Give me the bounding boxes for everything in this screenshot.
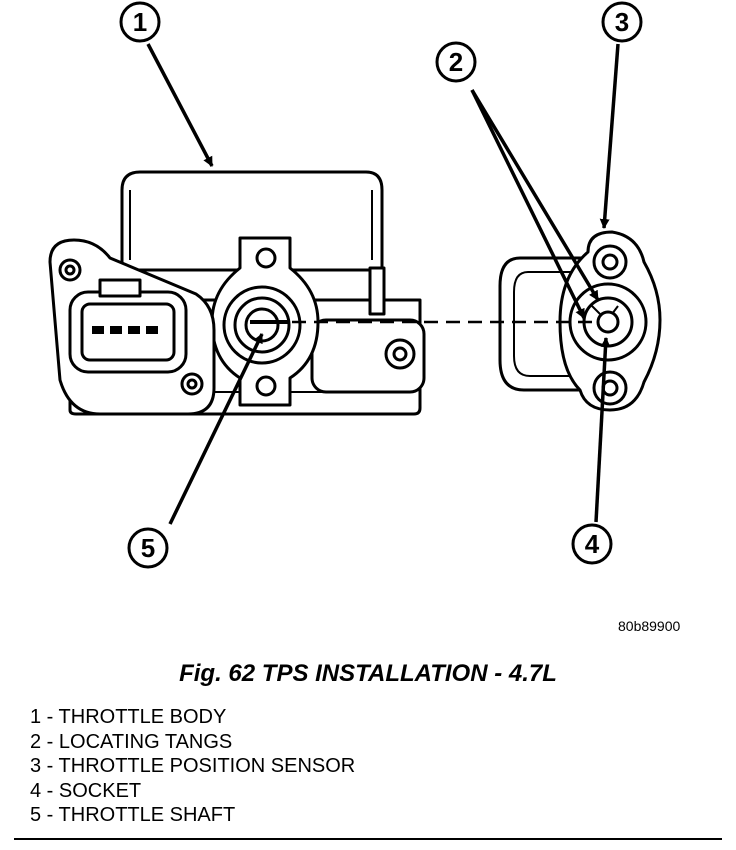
callout-1: 1 bbox=[119, 1, 161, 43]
legend-list: 1 - THROTTLE BODY 2 - LOCATING TANGS 3 -… bbox=[30, 705, 355, 828]
callout-4: 4 bbox=[571, 523, 613, 565]
legend-number: 5 bbox=[30, 804, 42, 826]
callout-2: 2 bbox=[435, 41, 477, 83]
figure-id-code: 80b89900 bbox=[618, 618, 681, 634]
tps-installation-diagram: 1 2 3 4 5 bbox=[48, 1, 662, 569]
legend-label: - THROTTLE BODY bbox=[41, 706, 227, 728]
svg-text:2: 2 bbox=[449, 47, 463, 77]
legend-item: 2 - LOCATING TANGS bbox=[30, 730, 355, 755]
legend-number: 2 bbox=[30, 730, 42, 753]
legend-label: - SOCKET bbox=[41, 779, 142, 802]
legend-label: - LOCATING TANGS bbox=[41, 730, 233, 753]
legend-item: 4 - SOCKET bbox=[30, 779, 355, 804]
legend-label: - THROTTLE SHAFT bbox=[41, 804, 236, 826]
svg-text:5: 5 bbox=[141, 533, 155, 563]
legend-item: 3 - THROTTLE POSITION SENSOR bbox=[30, 754, 355, 779]
svg-text:3: 3 bbox=[615, 7, 629, 37]
bottom-rule bbox=[14, 838, 722, 840]
legend-number: 1 bbox=[30, 706, 42, 728]
callout-3: 3 bbox=[601, 1, 643, 43]
throttle-body bbox=[48, 170, 426, 416]
legend-number: 4 bbox=[30, 779, 42, 802]
leader-arrows bbox=[146, 43, 620, 525]
legend-item: 1 - THROTTLE BODY bbox=[30, 705, 355, 730]
svg-text:1: 1 bbox=[133, 7, 147, 37]
svg-text:4: 4 bbox=[585, 529, 600, 559]
legend-number: 3 bbox=[30, 755, 42, 777]
legend-item: 5 - THROTTLE SHAFT bbox=[30, 803, 355, 828]
legend-label: - THROTTLE POSITION SENSOR bbox=[41, 755, 356, 777]
callout-5: 5 bbox=[127, 527, 169, 569]
figure-caption: Fig. 62 TPS INSTALLATION - 4.7L bbox=[179, 660, 557, 687]
